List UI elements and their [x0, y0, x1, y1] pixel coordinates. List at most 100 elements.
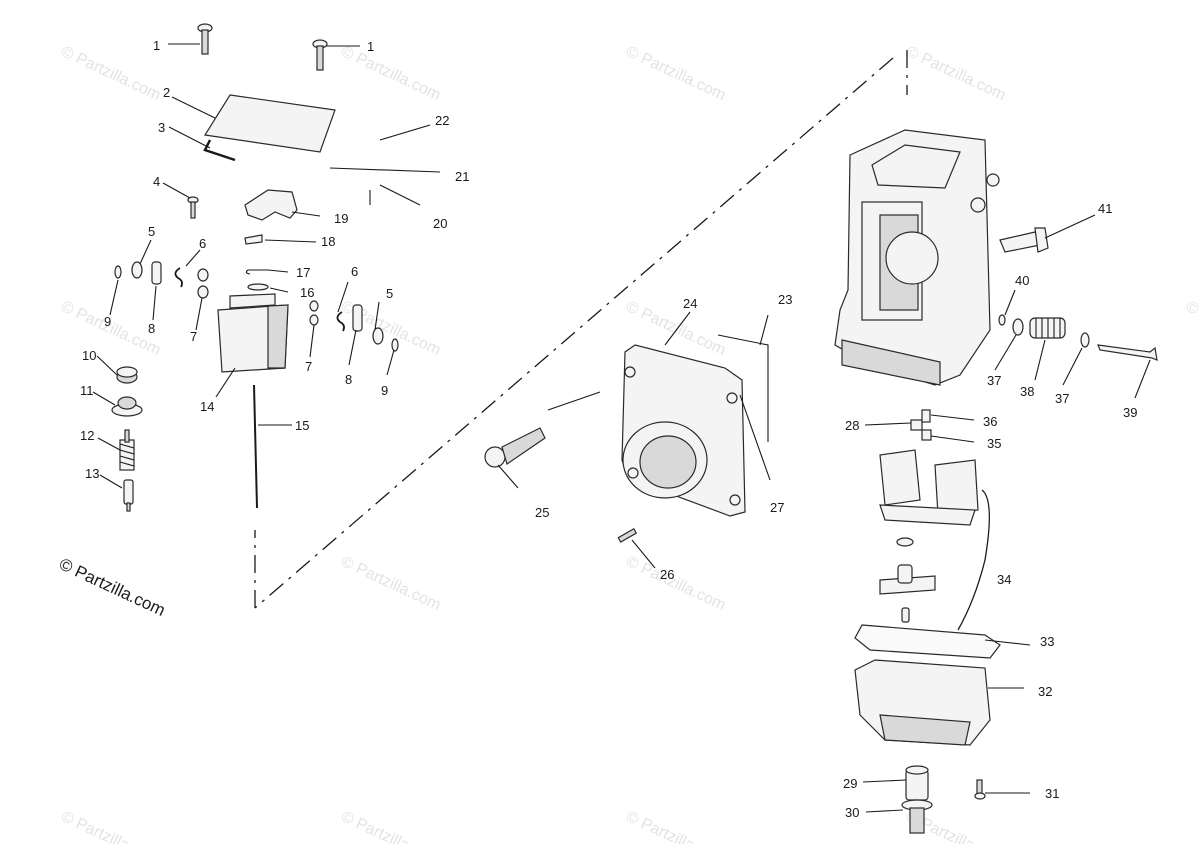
callout-3: 3 [158, 120, 165, 135]
roller-7a [197, 268, 209, 299]
callout-5: 5 [386, 286, 393, 301]
washer-5b [372, 327, 384, 345]
callout-11: 11 [80, 383, 94, 398]
callout-12: 12 [80, 428, 94, 443]
plate-8b [352, 304, 363, 332]
callout-24: 24 [683, 296, 697, 311]
drain-fitting-29-30 [901, 765, 933, 834]
pin-17 [245, 269, 268, 275]
leader-lines [92, 43, 1151, 813]
screw-1a [197, 23, 213, 55]
callout-1: 1 [367, 39, 374, 54]
callout-20: 20 [433, 216, 447, 231]
callout-32: 32 [1038, 684, 1052, 699]
carburetor-body [834, 129, 1000, 386]
callout-18: 18 [321, 234, 335, 249]
needle-39 [1097, 344, 1158, 361]
callout-41: 41 [1098, 201, 1112, 216]
oring-16 [247, 283, 269, 291]
callout-6: 6 [351, 264, 358, 279]
callout-6: 6 [199, 236, 206, 251]
callout-37: 37 [987, 373, 1001, 388]
screw-25 [484, 427, 546, 468]
gasket-33 [854, 624, 1001, 659]
callout-9: 9 [104, 314, 111, 329]
callout-21: 21 [455, 169, 469, 184]
seat-11 [111, 396, 143, 417]
bracket-34 [957, 489, 990, 631]
callout-25: 25 [535, 505, 549, 520]
cap-10 [116, 366, 138, 384]
callout-8: 8 [148, 321, 155, 336]
callout-40: 40 [1015, 273, 1029, 288]
plate-8a [151, 261, 162, 285]
needle-15 [253, 384, 258, 509]
callout-30: 30 [845, 805, 859, 820]
callout-23: 23 [778, 292, 792, 307]
cover-plate [204, 94, 336, 153]
jet-13 [123, 479, 134, 512]
watermark: © Partzilla.com [623, 43, 728, 104]
callout-38: 38 [1020, 384, 1034, 399]
callout-10: 10 [82, 348, 96, 363]
callout-36: 36 [983, 414, 997, 429]
watermark: © Partzilla.com [338, 43, 443, 104]
screw-4 [187, 196, 199, 219]
callout-14: 14 [200, 399, 214, 414]
screw-1b [312, 39, 328, 71]
callout-2: 2 [163, 85, 170, 100]
callout-13: 13 [85, 466, 99, 481]
jet-35 [921, 429, 932, 441]
washer-5a [131, 261, 143, 279]
spring-38 [1029, 317, 1066, 339]
callout-labels: 1 1 2 3 4 5 6 9 8 7 10 11 12 13 14 15 16… [80, 38, 1137, 820]
roller-7b [309, 300, 319, 326]
clip-6b [336, 311, 345, 332]
callout-7: 7 [305, 359, 312, 374]
watermark: © Partzilla.com [623, 553, 728, 614]
watermark: © Partzilla.com [58, 43, 163, 104]
callout-26: 26 [660, 567, 674, 582]
callout-28: 28 [845, 418, 859, 433]
callout-7: 7 [190, 329, 197, 344]
jet-28 [910, 419, 923, 431]
watermark: © Partzilla.com [903, 43, 1008, 104]
callout-1: 1 [153, 38, 160, 53]
fitting-41 [999, 227, 1049, 253]
washer-9a [114, 265, 122, 279]
callout-34: 34 [997, 572, 1011, 587]
callout-16: 16 [300, 285, 314, 300]
washer-37b [1080, 332, 1090, 348]
callout-39: 39 [1123, 405, 1137, 420]
callout-4: 4 [153, 174, 160, 189]
watermark: © Partzilla.com [623, 808, 728, 844]
watermark: © Partzilla.com [58, 808, 163, 844]
spring-wire [203, 139, 236, 162]
callout-17: 17 [296, 265, 310, 280]
assembly-line [254, 50, 908, 609]
callout-27: 27 [770, 500, 784, 515]
callout-31: 31 [1045, 786, 1059, 801]
callout-29: 29 [843, 776, 857, 791]
clip-6a [174, 267, 183, 288]
callout-35: 35 [987, 436, 1001, 451]
pin-26 [617, 527, 638, 543]
callout-8: 8 [345, 372, 352, 387]
callout-9: 9 [381, 383, 388, 398]
watermark: © Partzilla.com [338, 808, 443, 844]
washer-9b [391, 338, 399, 352]
washer-37a [1012, 318, 1024, 336]
float-bowl-32 [854, 659, 991, 746]
spring-12 [119, 429, 135, 471]
callout-33: 33 [1040, 634, 1054, 649]
callout-5: 5 [148, 224, 155, 239]
callout-22: 22 [435, 113, 449, 128]
intake-flange-24 [621, 344, 746, 517]
bracket-19 [244, 189, 298, 221]
jet-36 [921, 409, 931, 423]
screw-31 [974, 779, 986, 800]
copyright-text: © Partzilla.com [56, 554, 168, 620]
slide-plate-14 [217, 293, 289, 373]
watermark: © Partzilla.com [1183, 298, 1200, 359]
